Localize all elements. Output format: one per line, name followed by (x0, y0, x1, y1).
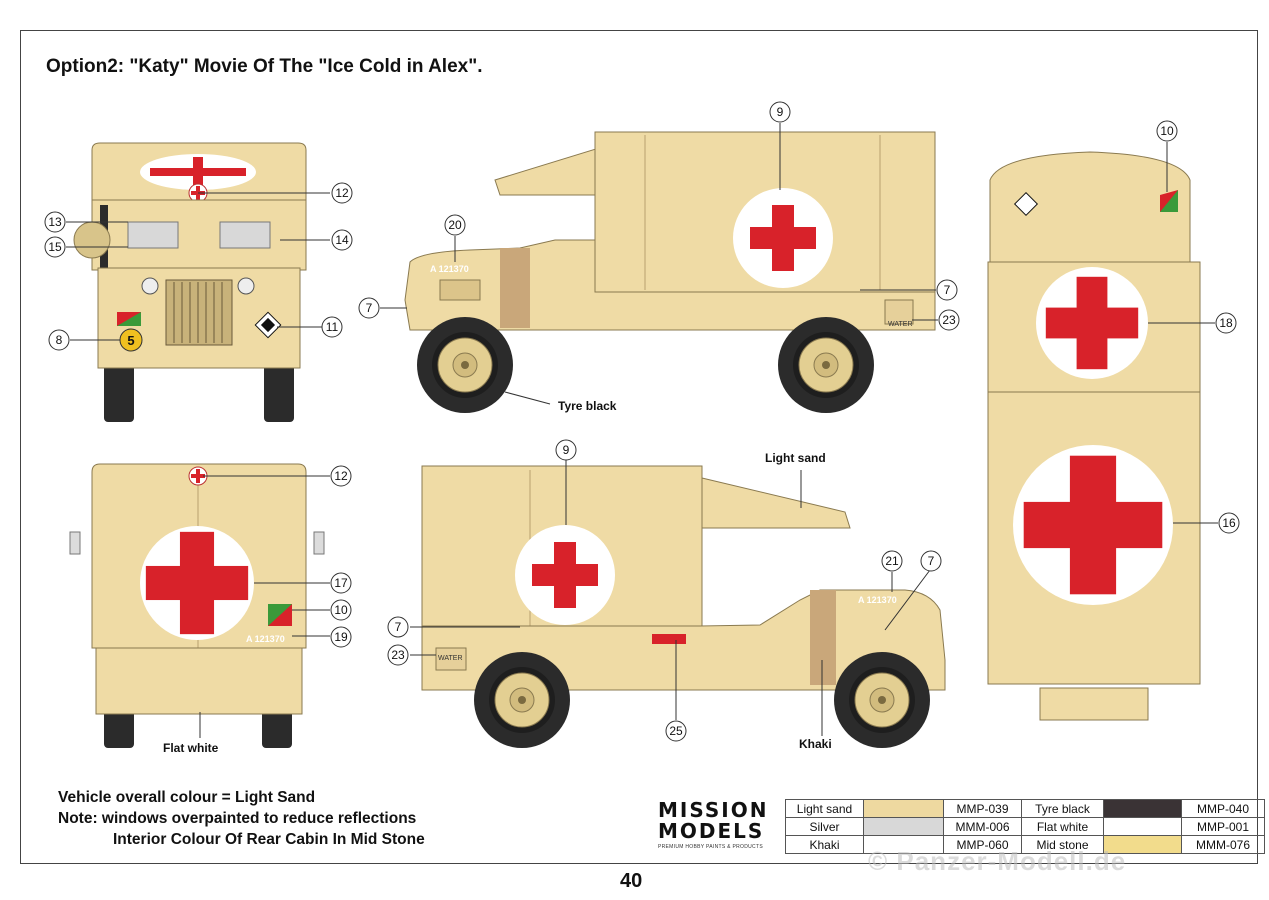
colour-row: Silver MMM-006 Flat white MMP-001 (785, 817, 1265, 836)
front-callouts: 12 13 15 14 8 11 (44, 182, 353, 351)
rear-lower-body (95, 647, 303, 715)
colour-swatch (1103, 799, 1182, 818)
rear-view: A 121370 (69, 463, 325, 748)
colour-name: Khaki (785, 835, 864, 854)
page-title: Option2: "Katy" Movie Of The "Ice Cold i… (46, 56, 483, 77)
colour-table: Light sand MMP-039 Tyre black MMP-040 Si… (785, 799, 1265, 854)
front-headlamp-left (141, 277, 159, 295)
side-right-water-mark: WATER (888, 321, 913, 328)
callout-8: 8 (56, 333, 63, 347)
callout-15: 15 (48, 240, 62, 254)
label-tyre-black: Tyre black (558, 399, 617, 413)
colour-code: MMP-001 (1181, 817, 1265, 836)
front-window-right (219, 221, 271, 249)
watermark: © Panzer-Modell.de (868, 846, 1127, 876)
callout-10-rear: 10 (334, 603, 348, 617)
colour-name: Tyre black (1021, 799, 1104, 818)
side-view-left: A 121370 WATER (421, 465, 946, 749)
label-flat-white: Flat white (163, 741, 219, 755)
colour-name: Light sand (785, 799, 864, 818)
callout-9-right: 9 (777, 105, 784, 119)
front-headlamp-right (237, 277, 255, 295)
page-frame (20, 30, 1258, 864)
top-view (987, 151, 1201, 721)
callout-17: 17 (334, 576, 348, 590)
colour-name: Flat white (1021, 817, 1104, 836)
front-right-tyre (264, 360, 294, 422)
top-unit-sign (1013, 191, 1039, 217)
top-rear-step (1039, 687, 1149, 721)
page-number: 40 (620, 870, 643, 892)
side-left-registration: A 121370 (858, 595, 897, 605)
label-light-sand: Light sand (765, 451, 826, 465)
logo-line2: MODELS (658, 819, 765, 843)
colour-code: MMM-076 (1181, 835, 1265, 854)
front-grille (165, 279, 233, 346)
front-view: 5 (73, 142, 307, 422)
side-left-water-mark: WATER (438, 655, 463, 662)
callout-20: 20 (448, 218, 462, 232)
callout-7-right-front: 7 (366, 301, 373, 315)
colour-name: Silver (785, 817, 864, 836)
side-right-khaki-panel (500, 248, 530, 328)
callout-14: 14 (335, 233, 349, 247)
callout-19: 19 (334, 630, 348, 644)
top-callouts: 10 18 16 (1156, 120, 1240, 534)
note-windows: Note: windows overpainted to reduce refl… (58, 810, 417, 827)
colour-swatch (1103, 817, 1182, 836)
colour-row: Light sand MMP-039 Tyre black MMP-040 (785, 799, 1265, 818)
side-left-front-wheel (833, 651, 931, 749)
rear-registration: A 121370 (246, 634, 285, 644)
side-right-cab (404, 239, 936, 331)
front-left-tyre (104, 360, 134, 422)
note-overall-colour: Vehicle overall colour = Light Sand (58, 789, 316, 806)
callout-16: 16 (1222, 516, 1236, 530)
side-left-callouts: 9 21 7 7 23 25 (387, 439, 942, 742)
callout-7-left-front: 7 (928, 554, 935, 568)
side-right-rear-wheel (777, 316, 875, 414)
mission-models-logo: MISSION MODELS PREMIUM HOBBY PAINTS & PR… (658, 798, 783, 851)
callout-18: 18 (1219, 316, 1233, 330)
colour-swatch (863, 835, 944, 854)
label-khaki: Khaki (799, 737, 832, 751)
callout-23-right: 23 (942, 313, 956, 327)
rear-callouts: 12 17 10 19 (330, 465, 352, 648)
callout-11: 11 (326, 320, 339, 334)
callout-12-front: 12 (335, 186, 349, 200)
callout-7-left-rear: 7 (395, 620, 402, 634)
colour-row: Khaki MMP-060 Mid stone MMM-076 (785, 835, 1265, 854)
side-right-registration: A 121370 (430, 264, 469, 274)
colour-code: MMP-040 (1181, 799, 1265, 818)
callout-23-left: 23 (391, 648, 405, 662)
callout-7-right-rear: 7 (944, 283, 951, 297)
top-cab (989, 151, 1191, 263)
callout-13: 13 (48, 215, 62, 229)
callout-12-rear: 12 (334, 469, 348, 483)
side-right-front-wheel (416, 316, 514, 414)
front-window-left (127, 221, 179, 249)
front-cab-body (91, 199, 307, 271)
callout-25: 25 (669, 724, 683, 738)
callout-10-top: 10 (1160, 124, 1174, 138)
colour-swatch (863, 799, 944, 818)
side-view-right: WATER A 121370 (404, 131, 936, 414)
colour-code: MMM-006 (943, 817, 1022, 836)
colour-swatch (863, 817, 944, 836)
colour-swatch (1103, 835, 1182, 854)
side-left-awning (701, 477, 851, 529)
callout-21: 21 (885, 554, 899, 568)
side-left-rear-wheel (473, 651, 571, 749)
bridge-number: 5 (127, 333, 134, 348)
colour-code: MMP-039 (943, 799, 1022, 818)
side-left-khaki-panel (810, 590, 836, 685)
callout-9-left: 9 (563, 443, 570, 457)
logo-tagline: PREMIUM HOBBY PAINTS & PRODUCTS (658, 844, 763, 850)
note-interior-colour: Interior Colour Of Rear Cabin In Mid Sto… (113, 831, 425, 848)
colour-code: MMP-060 (943, 835, 1022, 854)
side-right-callouts: 9 20 7 7 23 (358, 101, 960, 331)
logo-line1: MISSION (658, 798, 769, 822)
